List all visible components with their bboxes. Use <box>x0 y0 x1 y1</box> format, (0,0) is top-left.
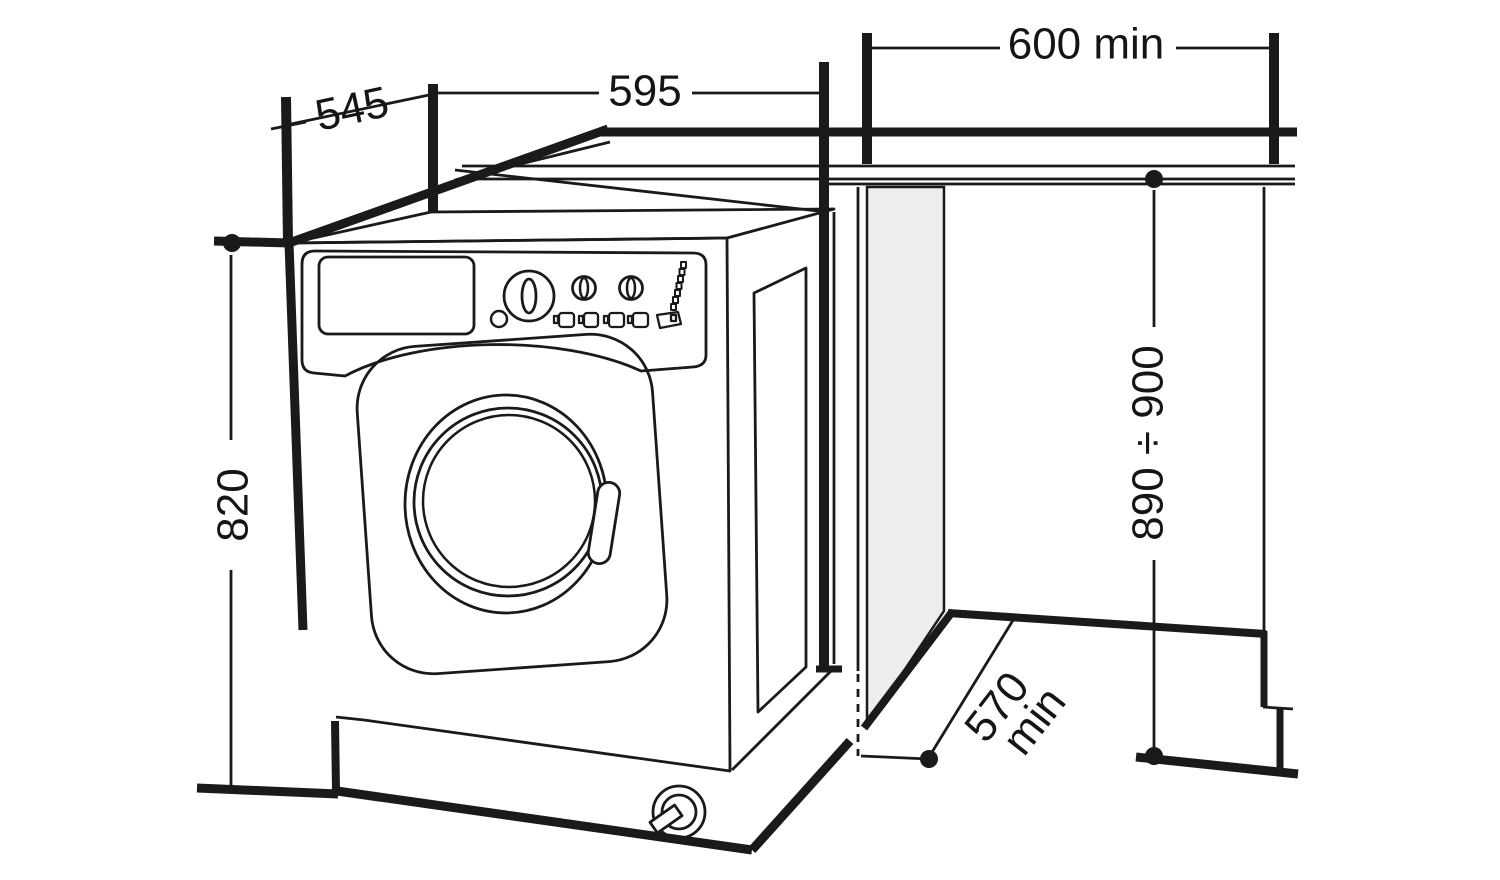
dot-bottom <box>1145 747 1163 765</box>
filter-cap <box>648 784 707 840</box>
dim-label-595: 595 <box>608 67 681 116</box>
dot-top <box>1145 170 1163 188</box>
dot-top <box>223 234 241 252</box>
adjacent-cabinet <box>1135 187 1299 779</box>
door-frame <box>355 332 669 676</box>
dim-line <box>290 93 430 126</box>
dimensions <box>213 33 1279 786</box>
dim-label-545: 545 <box>311 77 393 140</box>
ext-bar <box>281 96 293 244</box>
washer-left-edge <box>284 242 308 631</box>
dimension-595 <box>436 62 829 666</box>
tick <box>270 120 307 131</box>
connector-line <box>860 754 930 761</box>
porthole-glass <box>421 413 597 589</box>
side-panel-bottom-edge <box>860 609 956 731</box>
porthole-outer-ring <box>403 393 609 615</box>
dim-label-820: 820 <box>209 468 258 541</box>
porthole-mid-ring <box>412 406 604 598</box>
worktop-receding-edge <box>454 168 828 214</box>
door-handle <box>586 480 622 566</box>
control-panel-outline <box>300 249 708 378</box>
washer-door <box>355 332 669 676</box>
progress-led-column <box>670 261 687 311</box>
washer-plinth-left <box>331 720 340 792</box>
dimension-890-900 <box>1145 170 1163 765</box>
dimension-570 <box>860 616 1017 768</box>
worktop <box>287 124 1297 248</box>
dimension-600 <box>862 33 1279 164</box>
dimension-820 <box>213 234 291 786</box>
spin-knob <box>618 275 644 301</box>
worktop-left-edge <box>287 124 610 248</box>
option-buttons-row <box>552 311 650 329</box>
washer-front-face <box>290 236 732 773</box>
dim-line <box>927 616 1017 758</box>
floor-line-left <box>196 783 339 799</box>
temperature-knob <box>571 275 597 301</box>
niche-side-panel <box>865 185 946 731</box>
option-button-round <box>489 309 509 329</box>
washer-side-bottom-edge <box>731 665 837 771</box>
dim-label-570-min: 570 min <box>955 663 1075 764</box>
dim-label-600-min: 600 min <box>1008 20 1165 69</box>
washer-plinth-bottom <box>336 786 753 855</box>
niche-floor-edge <box>947 609 1267 638</box>
washer-control-panel <box>300 249 708 378</box>
niche <box>856 185 1267 756</box>
display-window <box>655 310 683 330</box>
program-dial <box>502 269 556 323</box>
worktop-left-inner-edge <box>454 140 611 182</box>
dim-label-890-900: 890 ÷ 900 <box>1124 345 1173 540</box>
washing-machine <box>284 207 854 855</box>
dimension-545 <box>270 93 430 244</box>
washer-base-right-edge <box>748 737 854 854</box>
washer-side-inset-panel <box>752 266 808 714</box>
detergent-drawer <box>317 255 476 336</box>
floor-line-right <box>1135 752 1299 779</box>
